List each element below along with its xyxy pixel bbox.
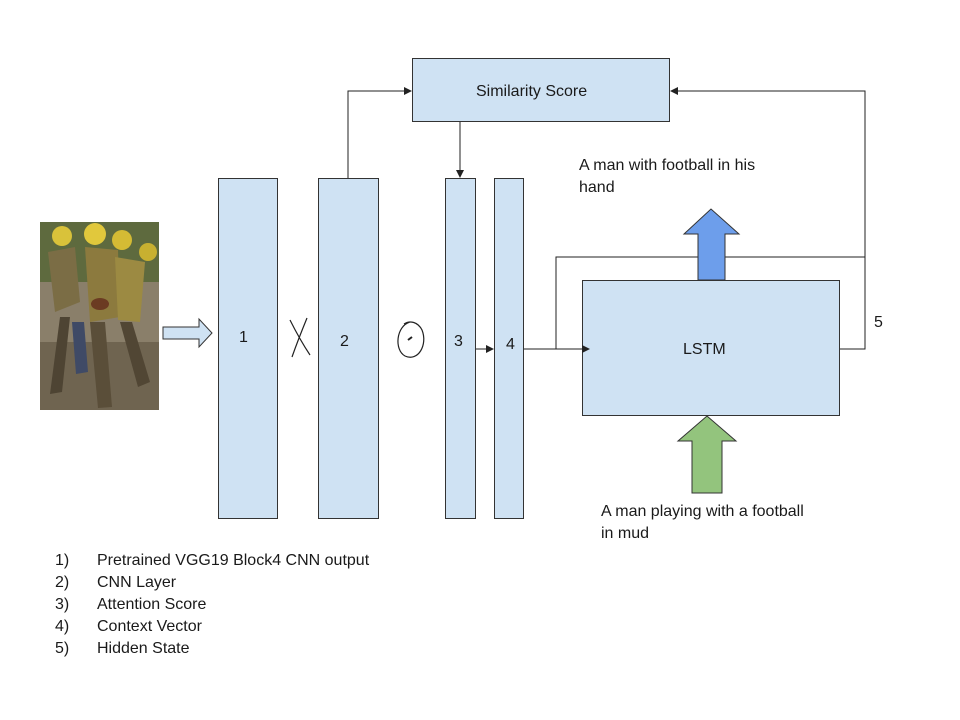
input-caption: A man playing with a football in mud — [601, 501, 804, 545]
block-3-attention-score — [445, 178, 476, 519]
legend-text: Attention Score — [97, 596, 207, 613]
block-2-label: 2 — [340, 333, 349, 350]
legend: 1) Pretrained VGG19 Block4 CNN output 2)… — [55, 550, 369, 660]
legend-item: 3) Attention Score — [55, 594, 369, 616]
legend-text: Context Vector — [97, 618, 202, 635]
block-2-cnn-layer — [318, 178, 379, 519]
block-4-label: 4 — [506, 336, 515, 353]
cnn-to-similarity-line — [347, 87, 412, 178]
output-caption-line-1: A man with football in his — [579, 157, 756, 174]
input-caption-arrow — [676, 415, 738, 494]
legend-item: 4) Context Vector — [55, 616, 369, 638]
hidden-state-to-similarity-line — [670, 87, 866, 350]
legend-number: 5) — [55, 640, 70, 657]
legend-item: 2) CNN Layer — [55, 572, 369, 594]
output-caption-line-2: hand — [579, 179, 615, 196]
block-4-context-vector — [494, 178, 524, 519]
output-caption: A man with football in his hand — [579, 155, 755, 199]
block-3-label: 3 — [454, 333, 463, 350]
legend-item: 5) Hidden State — [55, 638, 369, 660]
input-caption-line-2: in mud — [601, 525, 650, 542]
similarity-score-label: Similarity Score — [476, 83, 588, 100]
output-arrow — [682, 208, 741, 281]
handwritten-circled-dot-icon — [397, 321, 425, 358]
hidden-state-number: 5 — [874, 314, 883, 331]
lstm-box — [582, 280, 840, 416]
input-arrow — [162, 317, 213, 349]
block-1-label: 1 — [239, 329, 248, 346]
legend-text: Hidden State — [97, 640, 190, 657]
legend-number: 3) — [55, 596, 70, 613]
football-players-photo-icon — [40, 222, 159, 410]
handwritten-x-icon — [289, 317, 311, 358]
legend-text: Pretrained VGG19 Block4 CNN output — [97, 552, 370, 569]
hidden-state-loop-line — [555, 256, 865, 349]
legend-number: 2) — [55, 574, 70, 591]
legend-number: 4) — [55, 618, 70, 635]
block-1-vgg-output — [218, 178, 278, 519]
legend-item: 1) Pretrained VGG19 Block4 CNN output — [55, 550, 369, 572]
similarity-score-box — [412, 58, 670, 122]
legend-text: CNN Layer — [97, 574, 177, 591]
lstm-label: LSTM — [683, 341, 726, 358]
input-image — [40, 222, 159, 410]
legend-number: 1) — [55, 552, 70, 569]
input-caption-line-1: A man playing with a football — [601, 503, 804, 520]
